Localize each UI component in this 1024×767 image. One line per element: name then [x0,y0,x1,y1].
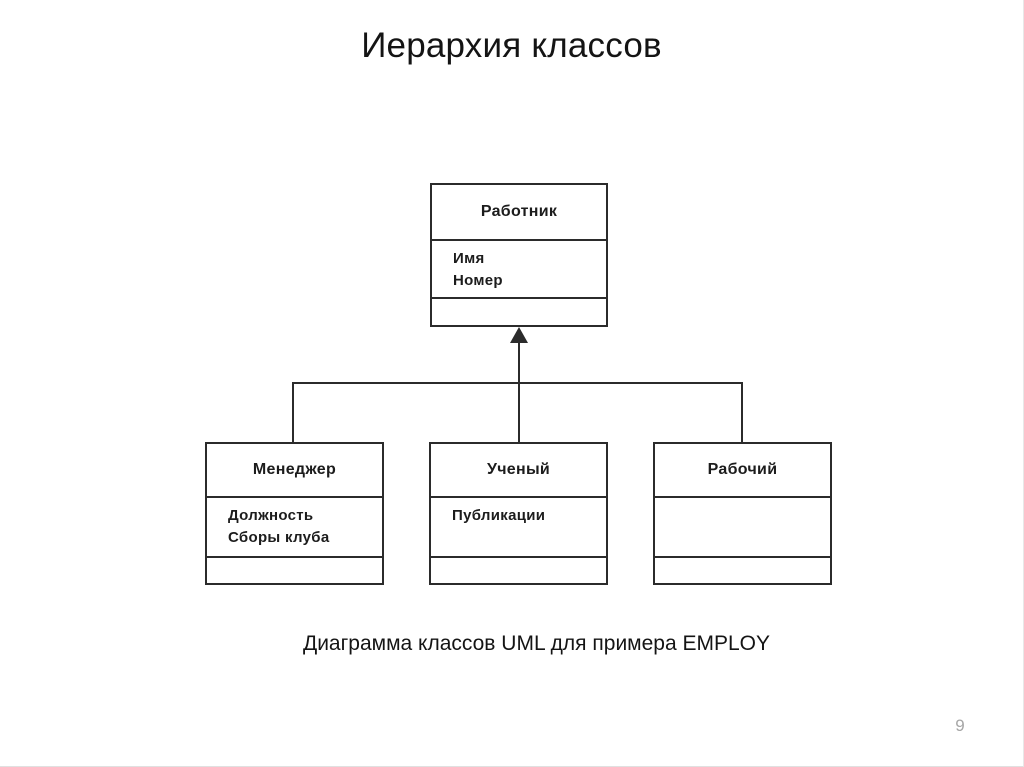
class-box-child-manager: Менеджер Должность Сборы клуба [205,442,384,585]
inheritance-line-center [518,341,520,442]
diagram-caption: Диаграмма классов UML для примера EMPLOY [302,632,771,655]
class-attributes [655,498,830,558]
class-box-parent: Работник Имя Номер [430,183,608,327]
inheritance-line-left [292,382,294,442]
inheritance-line-horizontal [292,382,743,384]
class-name: Работник [432,185,606,241]
slide-title: Иерархия классов [361,26,662,65]
attribute: Номер [453,272,503,289]
inheritance-arrow-icon [510,327,528,343]
class-name: Менеджер [207,444,382,498]
page-number: 9 [955,716,965,735]
class-attributes: Имя Номер [432,241,606,299]
attribute: Сборы клуба [228,529,330,546]
class-attributes: Публикации [431,498,606,558]
class-box-child-worker: Рабочий [653,442,832,585]
class-name: Рабочий [655,444,830,498]
class-box-child-scientist: Ученый Публикации [429,442,608,585]
class-attributes: Должность Сборы клуба [207,498,382,558]
attribute: Имя [453,250,485,267]
attribute: Публикации [452,507,546,524]
attribute: Должность [228,507,314,524]
inheritance-line-right [741,382,743,442]
class-name: Ученый [431,444,606,498]
